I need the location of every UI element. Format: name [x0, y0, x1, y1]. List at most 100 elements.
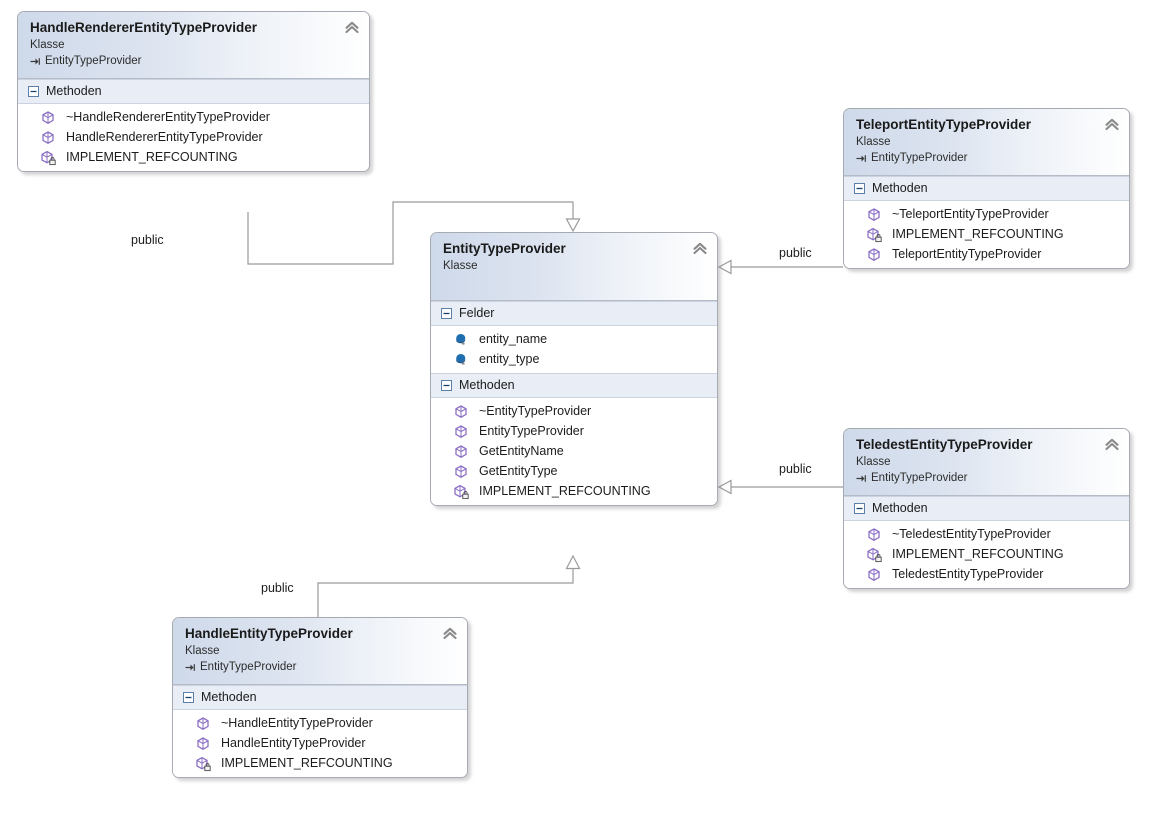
collapse-minus-icon[interactable]	[28, 85, 39, 97]
class-stereotype: Klasse	[185, 645, 220, 657]
class-box-entity-type-provider[interactable]: EntityTypeProvider Klasse Felder	[430, 232, 718, 506]
connector-handle	[317, 554, 581, 617]
collapse-chevron-icon[interactable]	[1104, 117, 1120, 132]
member-name: TeleportEntityTypeProvider	[892, 247, 1042, 261]
member-list: ~HandleEntityTypeProvider HandleEntityTy…	[173, 710, 467, 777]
member-name: entity_name	[479, 332, 548, 346]
connector-teledest	[717, 479, 843, 495]
member-row[interactable]: ~HandleEntityTypeProvider	[173, 713, 467, 733]
collapse-chevron-icon[interactable]	[1104, 437, 1120, 452]
member-row[interactable]: GetEntityName	[431, 441, 717, 461]
compartment-header-methoden[interactable]: Methoden	[173, 685, 467, 710]
member-name: IMPLEMENT_REFCOUNTING	[892, 227, 1064, 241]
class-box-handle-renderer-entity-type-provider[interactable]: HandleRendererEntityTypeProvider Klasse …	[17, 11, 370, 172]
method-icon	[868, 248, 880, 261]
connector-label-handle-renderer: public	[131, 233, 164, 247]
member-row[interactable]: IMPLEMENT_REFCOUNTING	[844, 544, 1129, 564]
connector-label-handle: public	[261, 581, 294, 595]
member-name: ~HandleRendererEntityTypeProvider	[66, 110, 270, 124]
collapse-minus-icon[interactable]	[854, 182, 865, 194]
collapse-minus-icon[interactable]	[441, 307, 452, 319]
inheritance-arrowhead	[565, 218, 581, 233]
class-base-reference: EntityTypeProvider	[856, 470, 1119, 486]
member-list: ~EntityTypeProvider EntityTypeProvider G…	[431, 398, 717, 505]
member-name: GetEntityName	[479, 444, 564, 458]
member-row[interactable]: TeledestEntityTypeProvider	[844, 564, 1129, 584]
member-list: ~TeledestEntityTypeProvider IMPLEMENT_RE…	[844, 521, 1129, 588]
field-protected-icon	[456, 334, 466, 345]
member-row[interactable]: entity_type	[431, 349, 717, 369]
member-name: entity_type	[479, 352, 540, 366]
class-stereotype: Klasse	[856, 136, 891, 148]
member-name: ~EntityTypeProvider	[479, 404, 592, 418]
member-row[interactable]: IMPLEMENT_REFCOUNTING	[18, 147, 369, 167]
compartment-label: Methoden	[872, 501, 928, 515]
member-row[interactable]: IMPLEMENT_REFCOUNTING	[173, 753, 467, 773]
method-icon	[42, 111, 54, 124]
class-box-teleport-entity-type-provider[interactable]: TeleportEntityTypeProvider Klasse Entity…	[843, 108, 1130, 269]
compartment-header-methoden[interactable]: Methoden	[844, 496, 1129, 521]
member-row[interactable]: HandleEntityTypeProvider	[173, 733, 467, 753]
method-icon	[455, 405, 467, 418]
inheritance-arrow-icon	[856, 154, 866, 162]
member-row[interactable]: IMPLEMENT_REFCOUNTING	[844, 224, 1129, 244]
class-base-reference: EntityTypeProvider	[30, 53, 359, 69]
collapse-chevron-icon[interactable]	[692, 241, 708, 256]
method-icon	[868, 208, 880, 221]
class-header: EntityTypeProvider Klasse	[431, 233, 717, 301]
compartment-header-methoden[interactable]: Methoden	[18, 79, 369, 104]
collapse-minus-icon[interactable]	[854, 502, 865, 514]
collapse-minus-icon[interactable]	[183, 691, 194, 703]
class-box-handle-entity-type-provider[interactable]: HandleEntityTypeProvider Klasse EntityTy…	[172, 617, 468, 778]
member-row[interactable]: EntityTypeProvider	[431, 421, 717, 441]
compartment-header-methoden[interactable]: Methoden	[844, 176, 1129, 201]
class-header: TeledestEntityTypeProvider Klasse Entity…	[844, 429, 1129, 496]
member-row[interactable]: HandleRendererEntityTypeProvider	[18, 127, 369, 147]
class-header: TeleportEntityTypeProvider Klasse Entity…	[844, 109, 1129, 176]
method-icon	[868, 528, 880, 541]
method-icon	[868, 568, 880, 581]
compartment-label: Felder	[459, 306, 495, 320]
member-row[interactable]: ~TeleportEntityTypeProvider	[844, 204, 1129, 224]
compartment-label: Methoden	[46, 84, 102, 98]
collapse-chevron-icon[interactable]	[442, 626, 458, 641]
member-name: IMPLEMENT_REFCOUNTING	[66, 150, 238, 164]
method-icon	[455, 465, 467, 478]
member-name: HandleEntityTypeProvider	[221, 736, 366, 750]
class-title: HandleEntityTypeProvider	[185, 626, 353, 641]
connector-label-teleport: public	[779, 246, 812, 260]
compartment-header-felder[interactable]: Felder	[431, 301, 717, 326]
class-title: TeledestEntityTypeProvider	[856, 437, 1033, 452]
member-name: HandleRendererEntityTypeProvider	[66, 130, 263, 144]
compartment-header-methoden[interactable]: Methoden	[431, 373, 717, 398]
member-name: ~HandleEntityTypeProvider	[221, 716, 373, 730]
member-row[interactable]: ~TeledestEntityTypeProvider	[844, 524, 1129, 544]
method-private-icon	[867, 227, 882, 243]
inheritance-arrow-icon	[30, 57, 40, 65]
compartment-label: Methoden	[872, 181, 928, 195]
class-stereotype: Klasse	[443, 260, 478, 272]
class-stereotype: Klasse	[856, 456, 891, 468]
collapse-minus-icon[interactable]	[441, 379, 452, 391]
member-row[interactable]: entity_name	[431, 329, 717, 349]
member-row[interactable]: ~HandleRendererEntityTypeProvider	[18, 107, 369, 127]
member-row[interactable]: GetEntityType	[431, 461, 717, 481]
member-name: GetEntityType	[479, 464, 558, 478]
compartment-label: Methoden	[201, 690, 257, 704]
class-box-teledest-entity-type-provider[interactable]: TeledestEntityTypeProvider Klasse Entity…	[843, 428, 1130, 589]
member-row[interactable]: IMPLEMENT_REFCOUNTING	[431, 481, 717, 501]
class-base-name: EntityTypeProvider	[45, 55, 142, 67]
compartment-label: Methoden	[459, 378, 515, 392]
class-stereotype: Klasse	[30, 39, 65, 51]
method-icon	[455, 425, 467, 438]
inheritance-arrowhead	[565, 554, 581, 570]
method-icon	[42, 131, 54, 144]
collapse-chevron-icon[interactable]	[344, 20, 360, 35]
class-base-name: EntityTypeProvider	[871, 472, 968, 484]
member-row[interactable]: TeleportEntityTypeProvider	[844, 244, 1129, 264]
method-private-icon	[196, 756, 211, 772]
class-base-name: EntityTypeProvider	[871, 152, 968, 164]
class-header: HandleRendererEntityTypeProvider Klasse …	[18, 12, 369, 79]
member-row[interactable]: ~EntityTypeProvider	[431, 401, 717, 421]
